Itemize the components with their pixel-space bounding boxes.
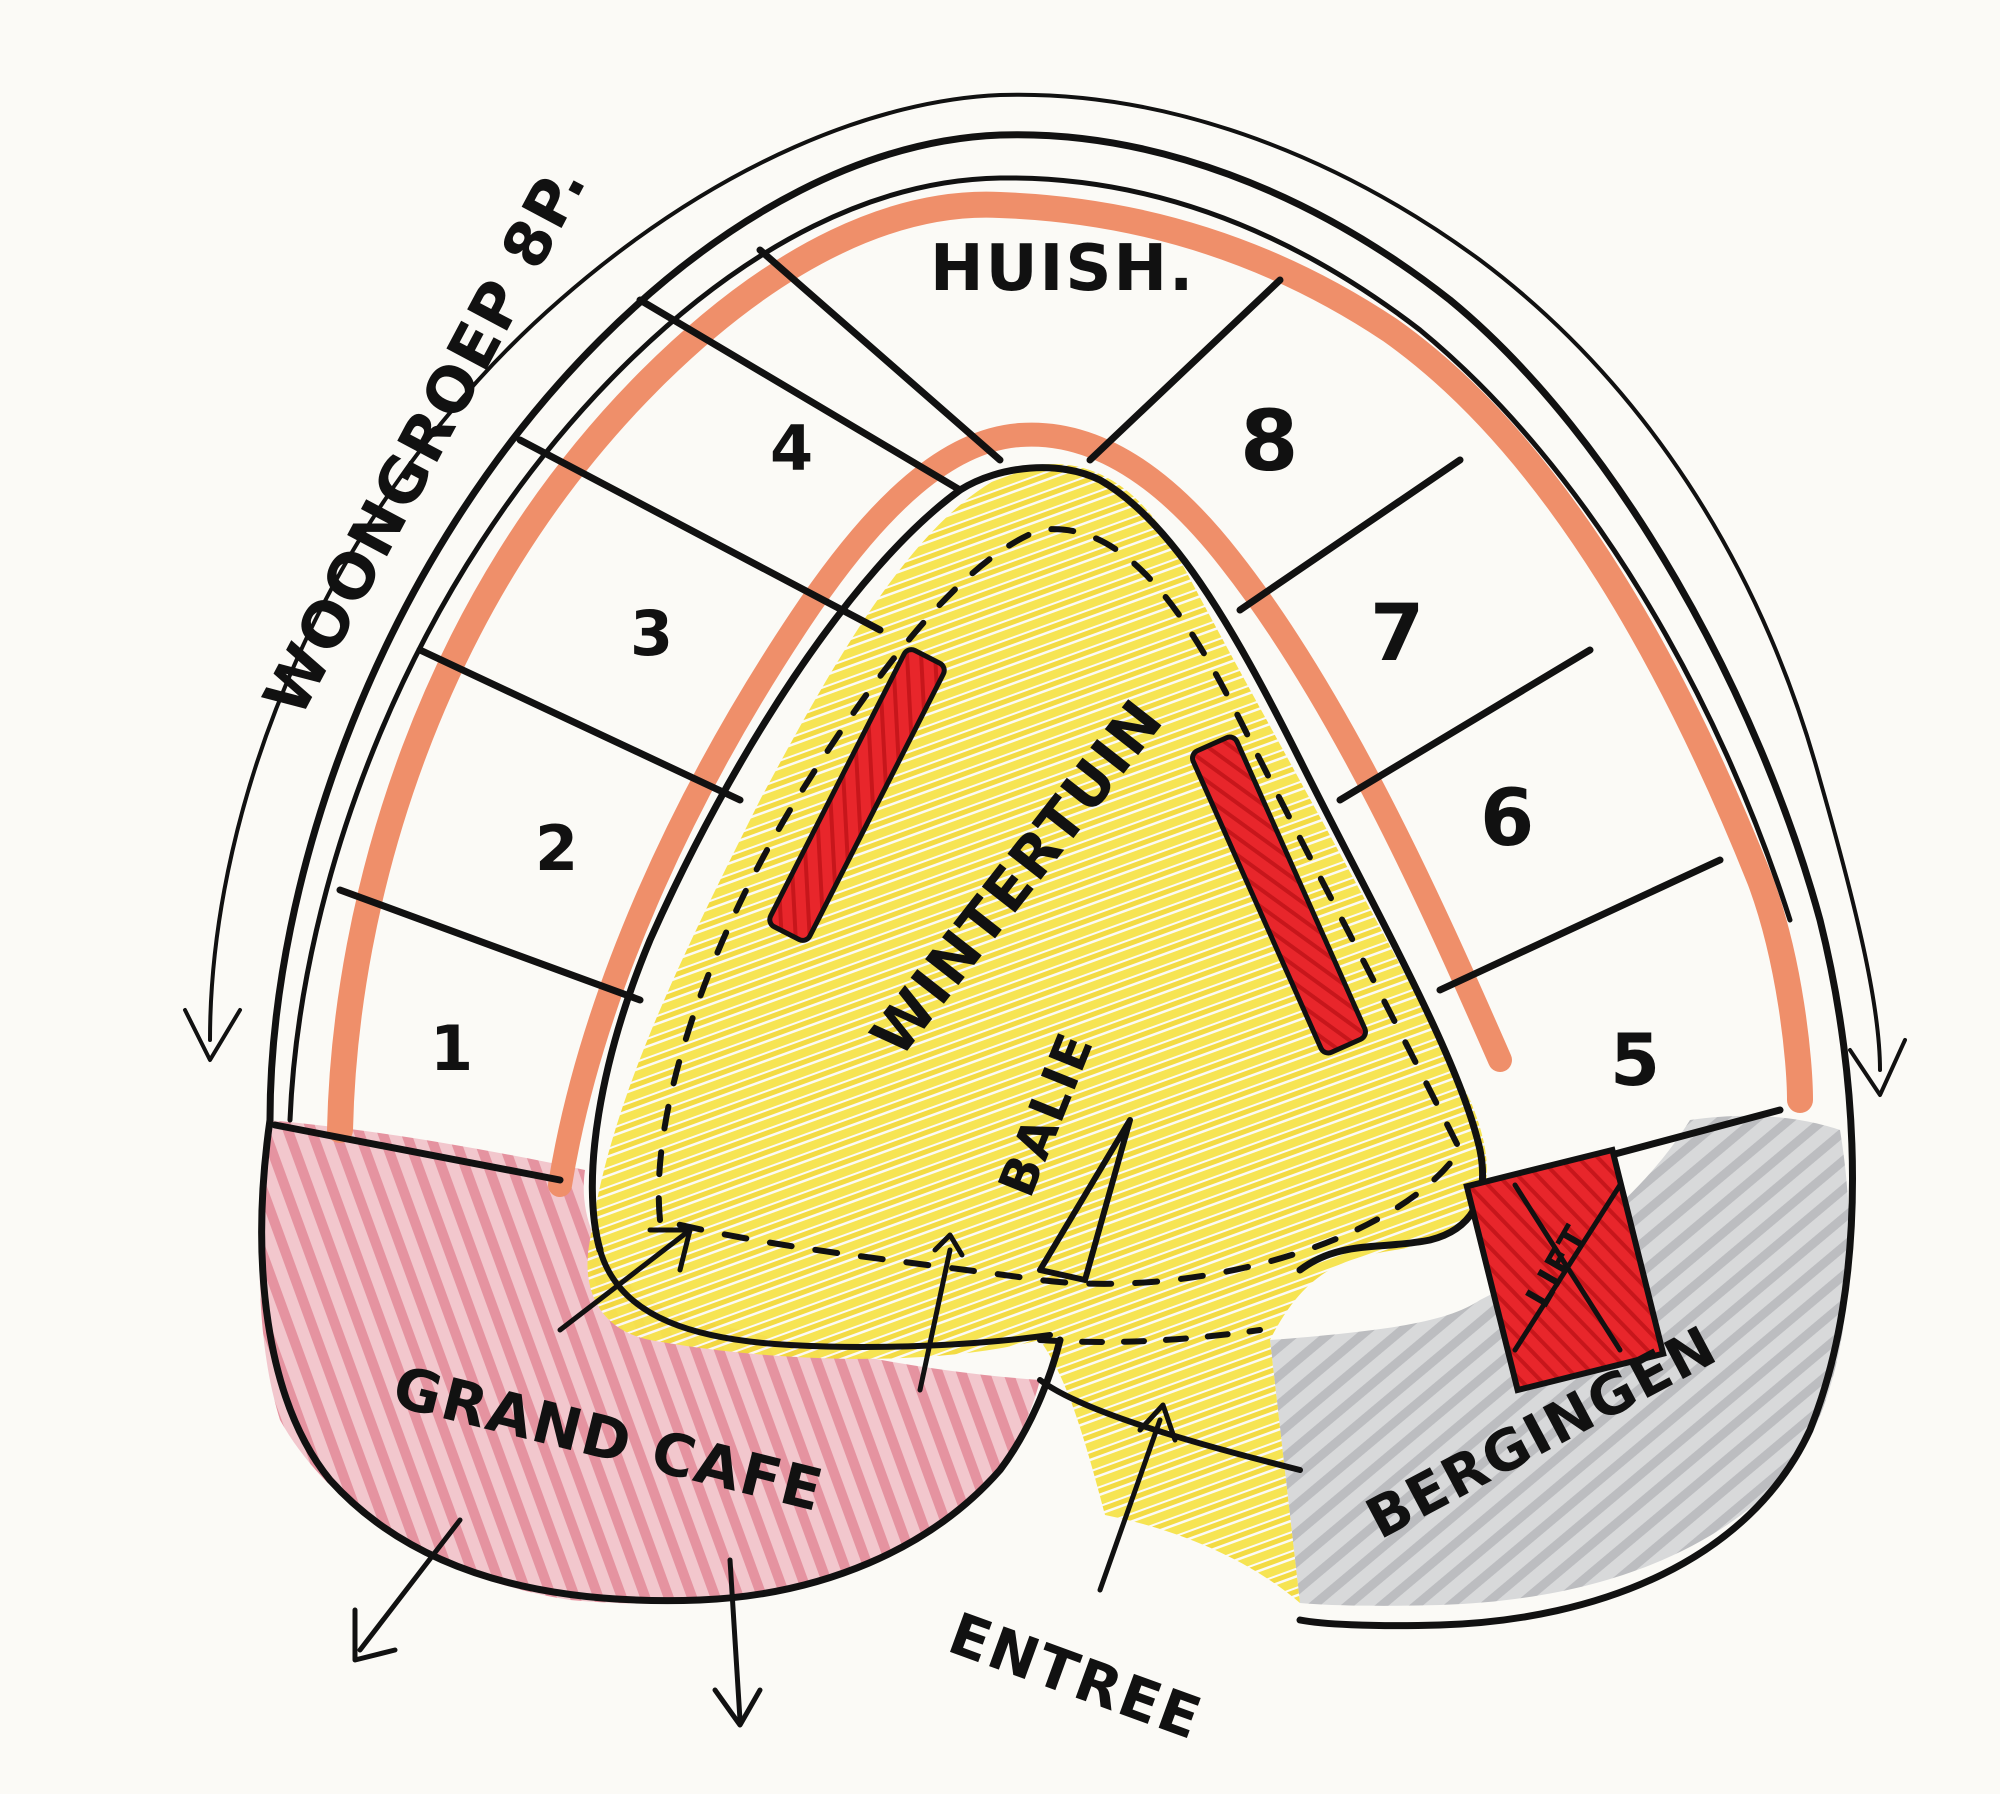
wing-arrow-head-left — [183, 1008, 242, 1062]
planter-right — [1190, 734, 1368, 1056]
wintertuin-area — [587, 464, 1487, 1603]
circulation-arrows — [352, 1227, 1178, 1728]
reception-desk — [1037, 1117, 1133, 1283]
entrance-label: ENTREE — [940, 1599, 1211, 1753]
wing-arrow-head-right — [1848, 1038, 1907, 1097]
orange-inner-ring — [548, 422, 1512, 1197]
room-3-label: 3 — [630, 597, 675, 670]
outer-wall-echo — [287, 175, 1793, 1123]
room-4-label: 4 — [770, 412, 815, 485]
lift-box — [1463, 1146, 1667, 1394]
entrance-wall-right — [1037, 1377, 1303, 1473]
room-6-label: 6 — [1480, 774, 1536, 864]
room-7-label: 7 — [1370, 589, 1426, 679]
room-2-label: 2 — [535, 812, 580, 885]
room-5-label: 5 — [1610, 1018, 1662, 1102]
grand-cafe-area — [259, 1120, 1040, 1604]
room-8-label: 8 — [1240, 392, 1300, 490]
wing-arrow — [208, 92, 1882, 1072]
outer-wall-top — [266, 131, 1856, 1630]
circulation-dashed-line — [655, 526, 1464, 1287]
room-1-label: 1 — [430, 1012, 475, 1085]
room-dividers-left — [271, 246, 1004, 1184]
planter-left — [767, 647, 947, 943]
outer-wall — [258, 1116, 1064, 1605]
cafe-edge — [597, 1247, 1053, 1350]
orange-ring — [327, 191, 1813, 1143]
household-label: HUISH. — [930, 232, 1195, 306]
